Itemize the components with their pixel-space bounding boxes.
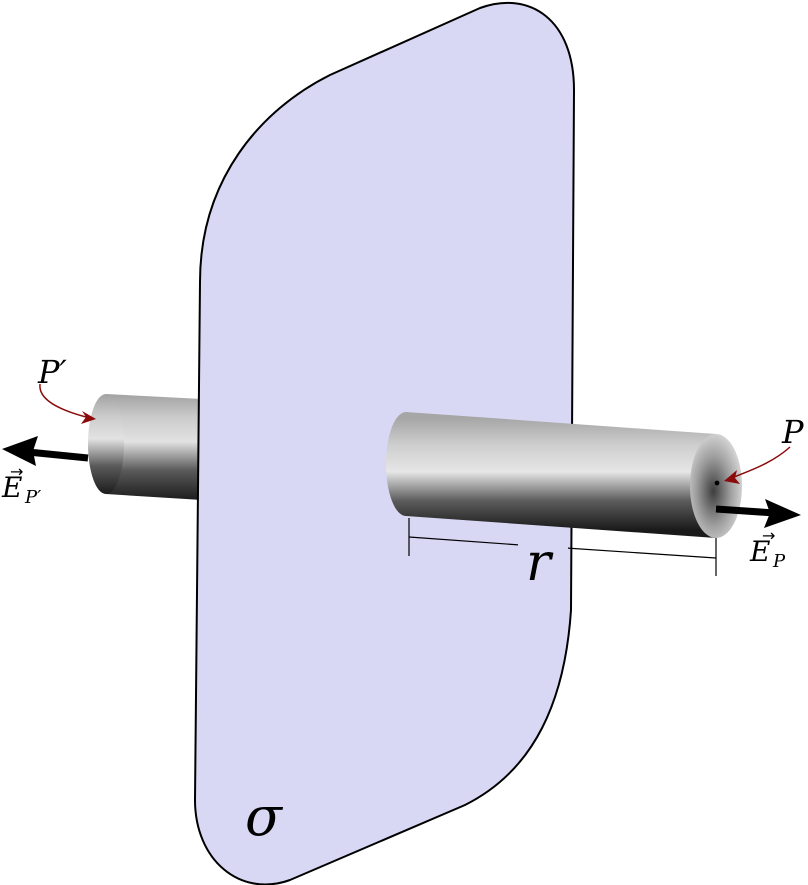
pointer-to-p — [724, 446, 791, 484]
pointer-to-p-prime — [39, 383, 96, 424]
plane-label: σ — [245, 785, 284, 848]
distance-label: r — [526, 533, 554, 593]
field-label-right-symbol: E — [749, 535, 770, 568]
charged-plane — [193, 1, 576, 885]
left-cylinder-body — [106, 394, 202, 500]
left-cylinder — [88, 394, 202, 500]
right-cylinder — [386, 412, 742, 538]
field-label-left-subscript: P′ — [24, 487, 41, 508]
field-label-right-subscript: P — [772, 551, 786, 572]
field-label-left-vector-arrow: → — [10, 462, 23, 481]
right-cylinder-body — [406, 412, 716, 538]
field-label-left-symbol: E — [1, 471, 22, 504]
point-label-p-prime: P′ — [37, 353, 68, 391]
point-p-dot — [714, 480, 720, 486]
distance-label-background — [518, 536, 568, 592]
field-arrow-right — [715, 499, 801, 528]
point-label-p: P — [781, 413, 804, 451]
right-cylinder-cap — [690, 434, 742, 538]
left-cylinder-cap — [88, 394, 124, 494]
field-arrow-left — [2, 436, 89, 466]
field-label-left: → E P′ — [1, 462, 41, 508]
field-label-right-vector-arrow: → — [762, 526, 775, 545]
right-cylinder-left-end — [386, 412, 426, 516]
distance-marker — [408, 518, 717, 576]
field-label-right: → E P — [749, 526, 786, 572]
